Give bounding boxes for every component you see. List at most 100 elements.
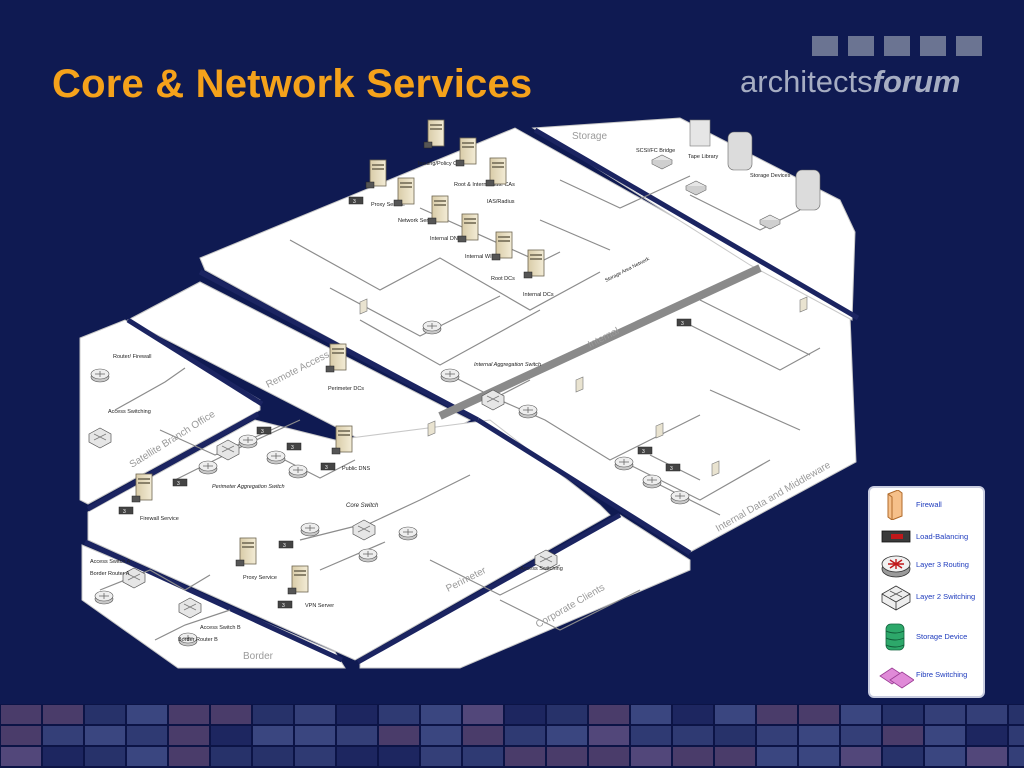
- firewall-internal-2: [427, 420, 436, 437]
- decorative-tile: [505, 747, 545, 766]
- load-balancer-firewall-service: [118, 506, 134, 516]
- label-root-dcs: Root DCs: [491, 276, 515, 282]
- label-ias-radius: IAS/Radius: [487, 199, 515, 205]
- storage-device-icon: [885, 623, 905, 651]
- load-balancer-icon: [881, 530, 911, 543]
- router-internal-3: [518, 404, 538, 419]
- load-balancer-perimeter-5: [278, 540, 294, 550]
- decorative-tile: [883, 705, 923, 724]
- decorative-tile: [589, 705, 629, 724]
- server-proxy-service-top: [365, 159, 387, 189]
- firewall-internal-5: [711, 460, 720, 477]
- legend-label: Fibre Switching: [916, 670, 968, 679]
- decorative-tile: [127, 726, 167, 745]
- label-proxy-service-bottom: Proxy Service: [243, 575, 277, 581]
- label-network-services: Network Services: [398, 218, 441, 224]
- decorative-tile: [883, 747, 923, 766]
- router-perimeter-4: [288, 464, 308, 479]
- decorative-tile: [715, 705, 755, 724]
- decorative-tile: [799, 705, 839, 724]
- label-border-router-b: Border Router B: [178, 637, 218, 643]
- label-firewall-service: Firewall Service: [140, 516, 179, 522]
- load-balancer-perimeter-3: [320, 462, 336, 472]
- decorative-tile: [631, 747, 671, 766]
- router-perimeter-1: [238, 434, 258, 449]
- firewall-internal-1: [359, 298, 368, 315]
- decorative-tile: [589, 726, 629, 745]
- label-internal-aggregation-switch: Internal Aggregation Switch: [474, 362, 541, 368]
- router-firewall-device: [90, 368, 110, 383]
- decorative-tile: [253, 747, 293, 766]
- label-router-firewall: Router/ Firewall: [113, 354, 152, 360]
- decorative-tile: [421, 705, 461, 724]
- firewall-internal-4: [655, 422, 664, 439]
- fibre-switch-icon: [879, 667, 914, 689]
- legend-item-storage-device: Storage Device: [876, 622, 980, 652]
- decorative-tile: [925, 726, 965, 745]
- load-balancer-perimeter-2: [286, 442, 302, 452]
- router-perimeter-3: [198, 460, 218, 475]
- decorative-tile: [43, 726, 83, 745]
- label-scsi-fc-bridge: SCSI/FC Bridge: [636, 148, 675, 154]
- load-balancer-top: [348, 196, 364, 206]
- decorative-tile: [211, 747, 251, 766]
- decorative-tile: [505, 726, 545, 745]
- architects-forum-logo: architectsforum: [740, 64, 961, 100]
- decorative-tile: [127, 705, 167, 724]
- decorative-tile-strip: [0, 704, 1024, 768]
- remote-access-platform: [126, 281, 472, 461]
- label-internal-dns: Internal DNS: [430, 236, 462, 242]
- zone-label-storage: Storage: [572, 131, 607, 142]
- label-vpn-server: VPN Server: [305, 603, 334, 609]
- decorative-tile: [169, 705, 209, 724]
- decorative-tile: [127, 747, 167, 766]
- decorative-tiles: [0, 704, 1024, 768]
- load-balancer-vpn: [277, 600, 293, 610]
- decorative-tile: [337, 726, 377, 745]
- decorative-tile: [631, 705, 671, 724]
- satellite-branch-platform: [79, 319, 261, 505]
- decorative-tile: [1009, 726, 1024, 745]
- decorative-tile: [211, 726, 251, 745]
- label-access-switching-center: Access Switching: [520, 566, 563, 572]
- storage-device-1: [727, 131, 753, 171]
- legend-label: Firewall: [916, 500, 942, 509]
- logo-text-bold: forum: [872, 64, 961, 99]
- decorative-tile: [757, 747, 797, 766]
- legend-item-layer3-routing: Layer 3 Routing: [876, 550, 980, 580]
- decorative-tile: [211, 705, 251, 724]
- decorative-tile: [85, 747, 125, 766]
- legend-label: Layer 3 Routing: [916, 560, 969, 569]
- decorative-tile: [967, 726, 1007, 745]
- load-balancer-perimeter-1: [256, 426, 272, 436]
- decorative-tile: [589, 747, 629, 766]
- router-internal-4: [614, 456, 634, 471]
- legend-label: Storage Device: [916, 632, 968, 641]
- decorative-tile: [253, 726, 293, 745]
- decorative-tile: [883, 726, 923, 745]
- label-access-switch-b: Access Switch B: [200, 625, 241, 631]
- decorative-tile: [631, 726, 671, 745]
- decorative-tile: [841, 705, 881, 724]
- decorative-tile: [799, 747, 839, 766]
- decorative-tile: [757, 726, 797, 745]
- router-internal-6: [670, 490, 690, 505]
- decorative-tile: [463, 726, 503, 745]
- decorative-tile: [673, 705, 713, 724]
- decorative-tile: [925, 747, 965, 766]
- firewall-internal-6: [799, 296, 808, 313]
- load-balancer-internal-1: [676, 318, 692, 328]
- router-perimeter-5: [300, 522, 320, 537]
- storage-device-2: [795, 169, 821, 211]
- router-icon: [881, 555, 911, 578]
- router-perimeter-2: [266, 450, 286, 465]
- decorative-tile: [295, 726, 335, 745]
- label-public-dns: Public DNS: [342, 466, 370, 472]
- decorative-tile: [715, 747, 755, 766]
- slide-title: Core & Network Services: [52, 62, 533, 106]
- network-diagram: 3: [79, 117, 860, 669]
- logo-square: [956, 36, 982, 56]
- decorative-tile: [295, 705, 335, 724]
- decorative-tile: [379, 705, 419, 724]
- decorative-tile: [169, 726, 209, 745]
